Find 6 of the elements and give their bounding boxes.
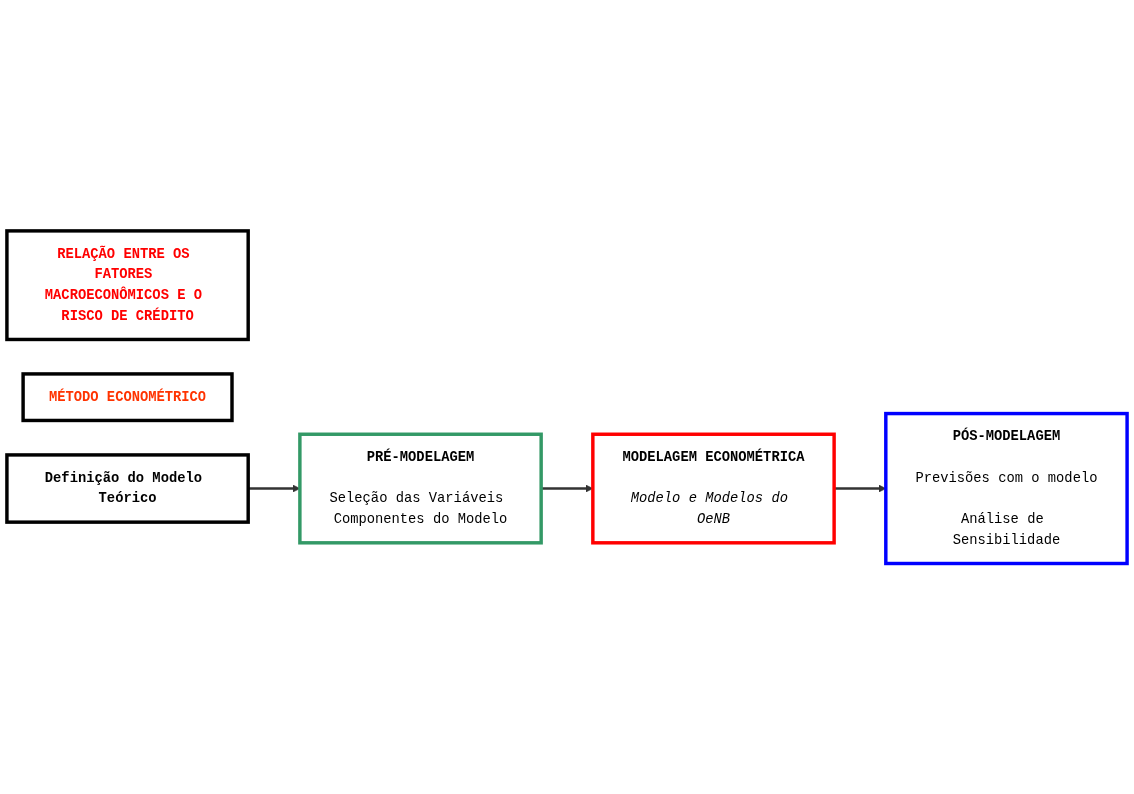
node-box: Definição do Modelo Teórico — [5, 453, 250, 524]
node-box: PÓS-MODELAGEM Previsões com o modelo Análise de Sensibilidade — [884, 411, 1129, 565]
node-box: PRÉ-MODELAGEM Seleção das Variáveis Componentes do Modelo — [298, 432, 543, 545]
node-box: MÉTODO ECONOMÉTRICO — [21, 372, 234, 422]
node-box: RELAÇÃO ENTRE OS FATORES MACROECONÔMICOS E O RISCO DE CRÉDITO — [5, 228, 250, 341]
node-box: MODELAGEM ECONOMÉTRICA Modelo e Modelos do OeNB — [591, 432, 836, 545]
